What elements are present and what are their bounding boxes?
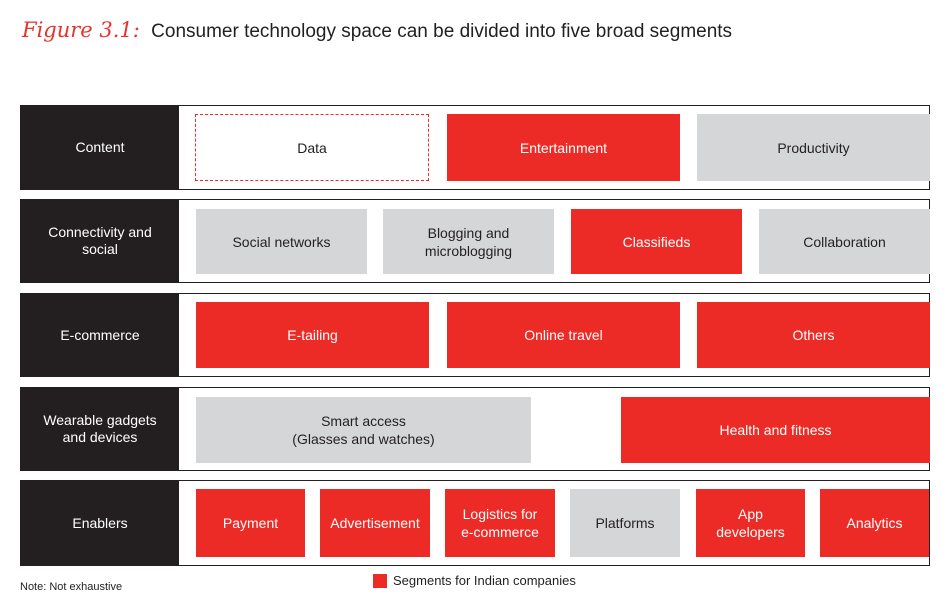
segment-row-connectivity: Connectivity and social Social networks … — [20, 199, 930, 283]
figure-label: Figure 3.1: — [22, 18, 140, 42]
segment-box: Online travel — [447, 302, 680, 368]
row-label: E-commerce — [21, 294, 179, 376]
segment-box: Others — [697, 302, 930, 368]
legend-swatch — [373, 573, 387, 588]
legend: Segments for Indian companies — [373, 573, 576, 588]
segment-row-ecommerce: E-commerce E-tailing Online travel Other… — [20, 293, 930, 377]
segment-box: Productivity — [697, 114, 930, 181]
segment-box: Entertainment — [447, 114, 680, 181]
segment-box: Platforms — [570, 489, 680, 557]
row-label: Wearable gadgets and devices — [21, 388, 179, 470]
row-label: Connectivity and social — [21, 200, 179, 282]
footnote: Note: Not exhaustive — [20, 581, 123, 593]
row-label: Enablers — [21, 481, 179, 565]
figure-caption: Consumer technology space can be divided… — [151, 21, 733, 42]
segment-box: E-tailing — [196, 302, 429, 368]
segment-box: Blogging and microblogging — [383, 209, 554, 274]
segment-box: Classifieds — [571, 209, 742, 274]
figure-title: Figure 3.1: Consumer technology space ca… — [22, 18, 732, 43]
segment-row-enablers: Enablers Payment Advertisement Logistics… — [20, 480, 930, 566]
segment-box: Analytics — [820, 489, 929, 557]
row-label: Content — [21, 106, 179, 189]
segment-box: Smart access (Glasses and watches) — [196, 397, 531, 463]
legend-label: Segments for Indian companies — [393, 573, 576, 588]
segment-box: Social networks — [196, 209, 367, 274]
segment-box: Collaboration — [759, 209, 930, 274]
segment-box: Data — [195, 114, 429, 181]
segment-box: Logistics for e-commerce — [445, 489, 555, 557]
segment-box: Health and fitness — [621, 397, 930, 463]
segment-box: Advertisement — [320, 489, 430, 557]
segment-row-wearables: Wearable gadgets and devices Smart acces… — [20, 387, 930, 471]
segment-box: Payment — [196, 489, 305, 557]
segment-row-content: Content Data Entertainment Productivity — [20, 105, 930, 190]
segment-box: App developers — [696, 489, 805, 557]
